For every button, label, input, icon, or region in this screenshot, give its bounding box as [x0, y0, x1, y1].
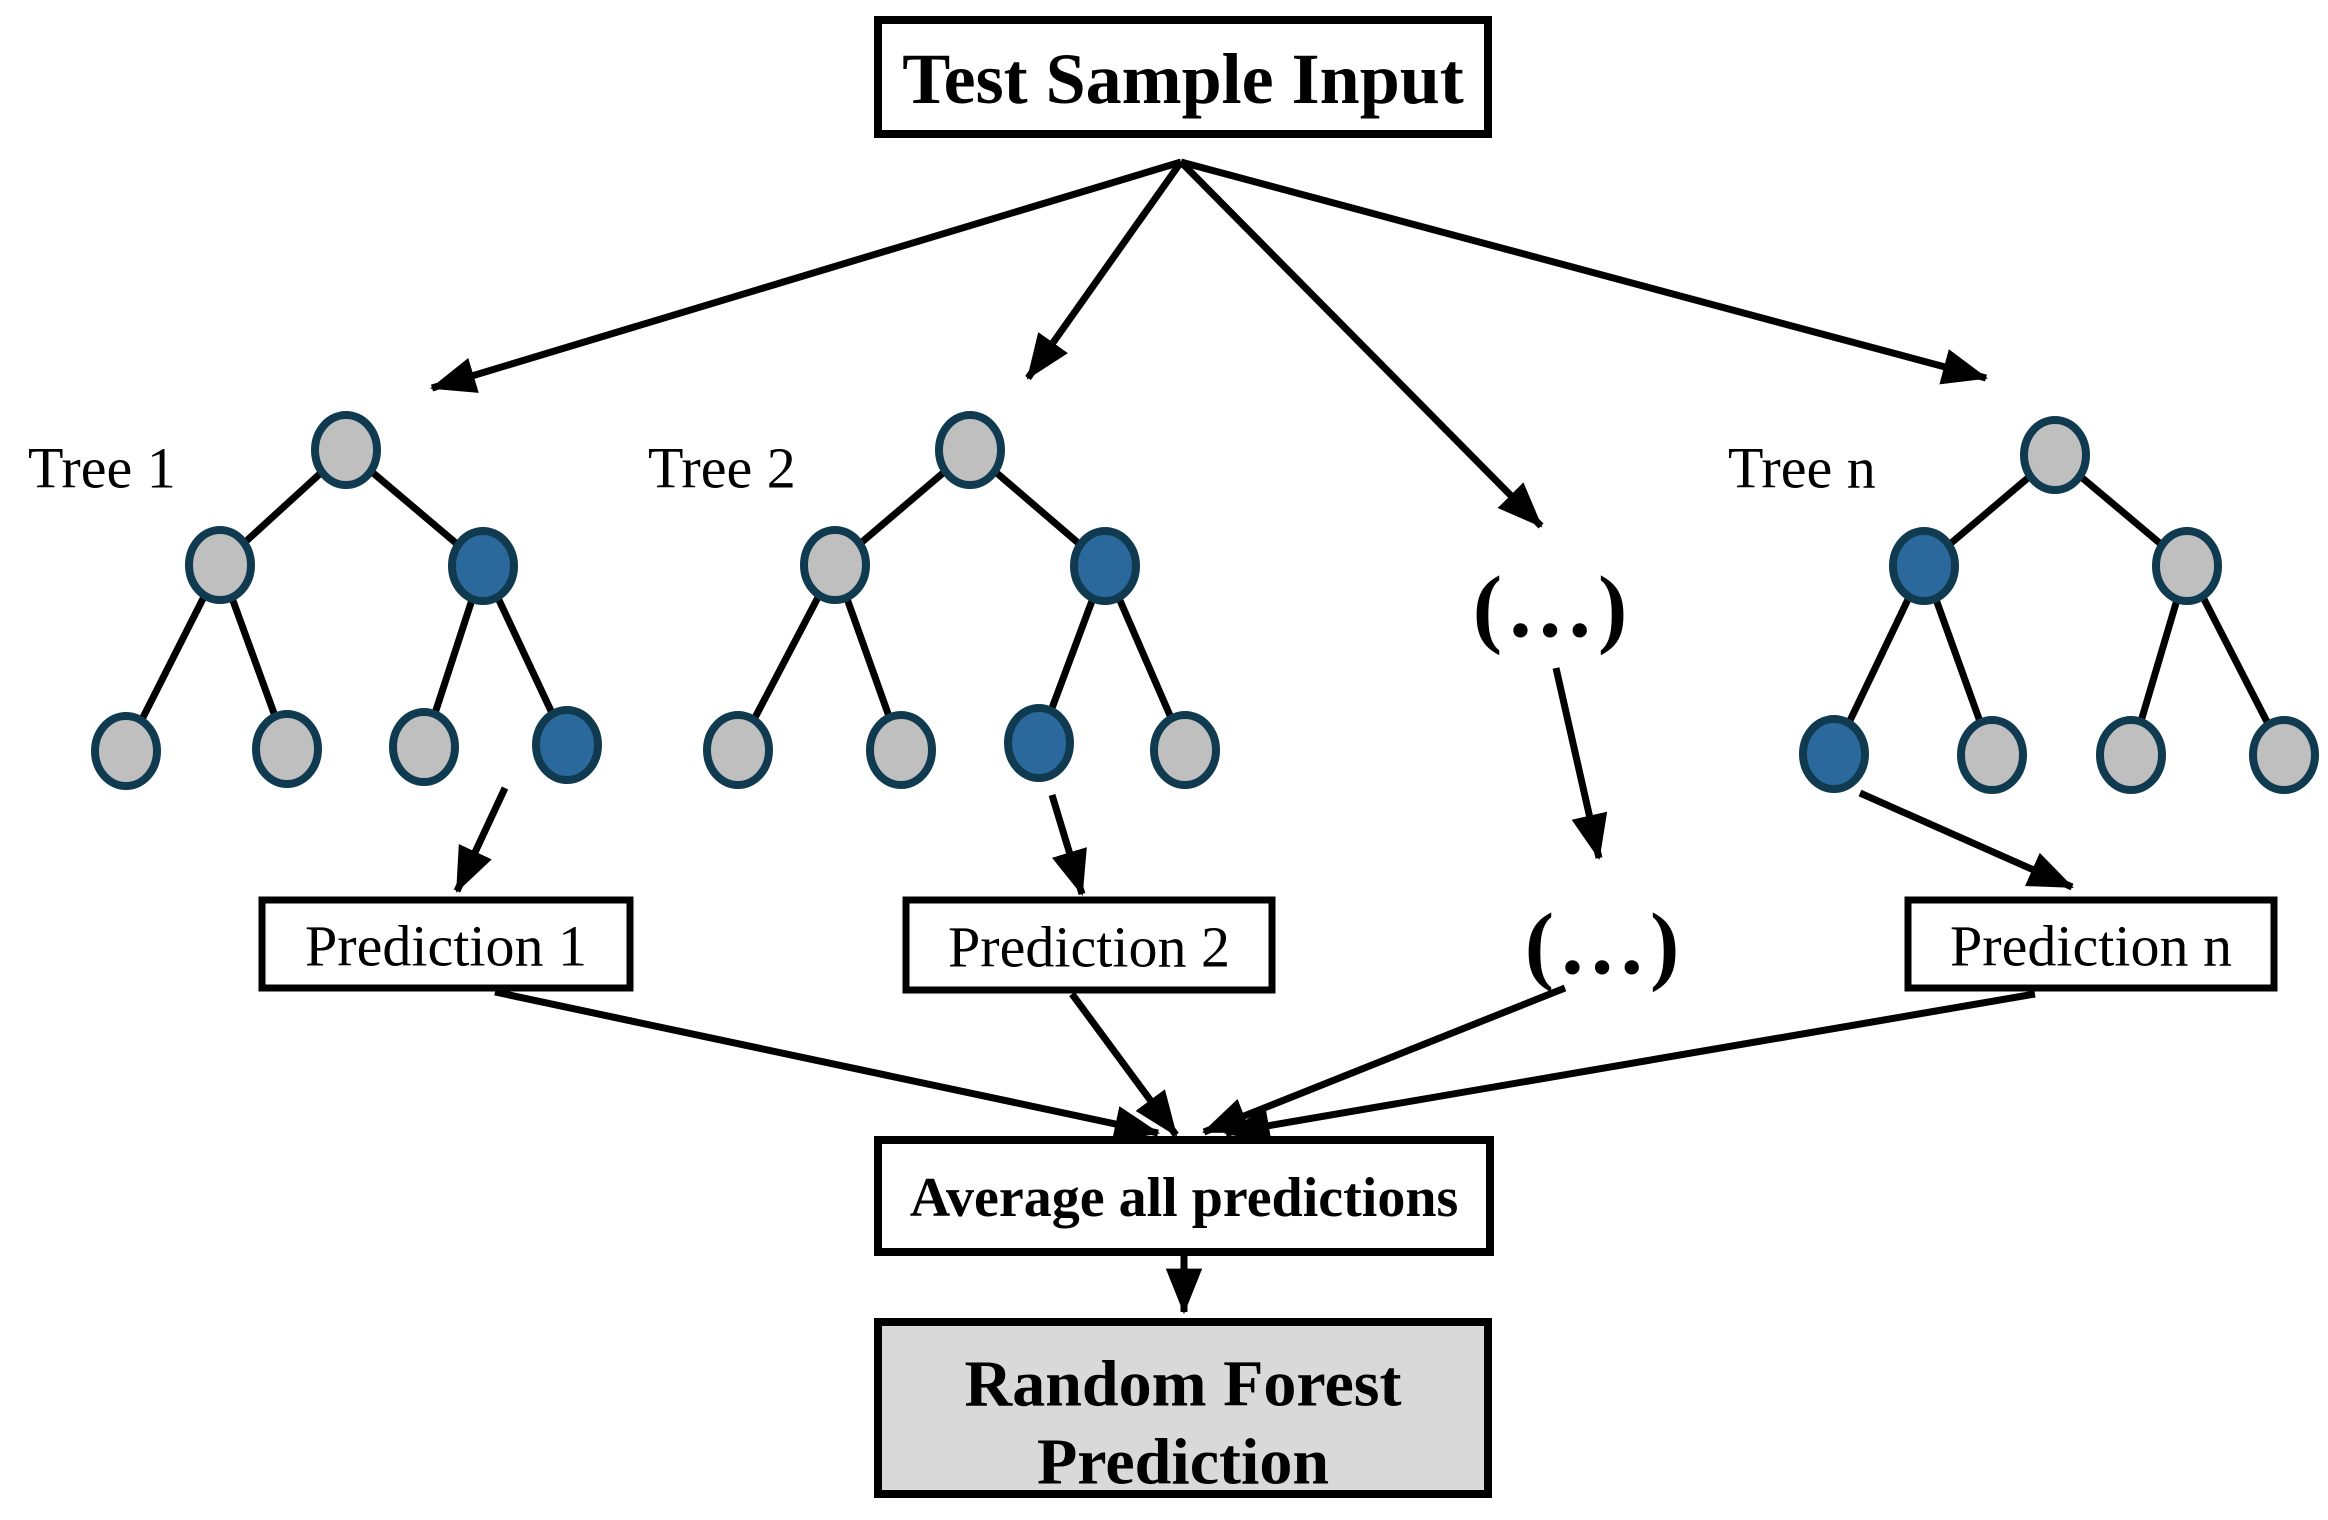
treen-node-l2-right	[2152, 527, 2222, 605]
average-box-rect	[874, 1136, 1494, 1256]
tree2-label: Tree 2	[648, 436, 796, 501]
final-box-rect	[874, 1318, 1492, 1498]
tree2-node-l2-right	[1070, 527, 1140, 605]
arrow-input-to-tree2	[1025, 159, 1184, 381]
tree1-node-leaf-3	[389, 708, 459, 786]
arrow-input-to-ellipsis	[1178, 159, 1544, 529]
prediction-2-box: Prediction 2	[902, 896, 1276, 994]
leaf-to-prediction-arrows	[453, 786, 2074, 897]
tree-n: Tree n	[1728, 416, 2319, 794]
prediction-1-rect	[258, 896, 634, 992]
input-box: Test Sample Input	[874, 16, 1492, 138]
input-box-rect	[874, 16, 1492, 138]
tree2-node-leaf-1	[703, 711, 773, 789]
treen-node-leaf-4	[2249, 716, 2319, 794]
arrow-input-to-treen	[1180, 158, 1989, 385]
prediction-n-rect	[1904, 896, 2278, 992]
arrow-ellipsis-to-average	[1202, 984, 1567, 1136]
prediction-1-label: Prediction 1	[305, 914, 587, 979]
average-box-label: Average all predictions	[910, 1167, 1459, 1229]
prediction-n-box: Prediction n	[1904, 896, 2278, 992]
tree1-node-leaf-4	[532, 706, 602, 784]
tree1-label: Tree 1	[28, 436, 176, 501]
treen-label: Tree n	[1728, 436, 1876, 501]
arrow-ellipsis-down	[1552, 667, 1608, 861]
treen-node-leaf-1	[1799, 715, 1869, 793]
tree2-node-l2-left	[800, 526, 870, 604]
prediction-n-label: Prediction n	[1950, 914, 2232, 979]
tree1-node-l2-right	[448, 527, 518, 605]
final-box-label-line2: Prediction	[1037, 1426, 1329, 1499]
fanout-arrows	[429, 158, 1989, 529]
tree1-node-l2-left	[185, 526, 255, 604]
tree2-node-root	[935, 411, 1005, 489]
average-box: Average all predictions	[874, 1136, 1494, 1256]
tree1-node-leaf-2	[252, 710, 322, 788]
tree2-node-leaf-3	[1004, 704, 1074, 782]
tree-2: Tree 2	[648, 411, 1220, 789]
arrow-tree2-to-prediction2	[1048, 793, 1087, 897]
arrow-prediction1-to-average	[494, 988, 1161, 1142]
ellipsis-lower: (…)	[1525, 897, 1684, 994]
final-box: Random Forest Prediction	[874, 1318, 1492, 1499]
tree2-node-leaf-4	[1150, 711, 1220, 789]
input-box-label: Test Sample Input	[902, 39, 1464, 119]
tree1-node-leaf-1	[91, 712, 161, 790]
treen-node-root	[2020, 416, 2090, 494]
prediction-1-box: Prediction 1	[258, 896, 634, 992]
prediction-2-label: Prediction 2	[948, 915, 1230, 980]
arrow-tree1-to-prediction1	[453, 786, 509, 893]
prediction-2-rect	[902, 896, 1276, 994]
arrow-treen-to-predictionn	[1858, 789, 2074, 891]
final-box-label-line1: Random Forest	[965, 1348, 1402, 1421]
converge-arrows	[494, 984, 2036, 1144]
treen-node-l2-left	[1889, 527, 1959, 605]
tree2-node-leaf-2	[866, 711, 936, 789]
treen-node-leaf-3	[2096, 716, 2166, 794]
arrow-predictionn-to-average	[1223, 990, 2036, 1144]
arrow-input-to-tree1	[429, 158, 1183, 393]
treen-node-leaf-2	[1957, 716, 2027, 794]
arrow-prediction2-to-average	[1069, 991, 1179, 1138]
tree-1: Tree 1	[28, 411, 602, 790]
tree1-node-root	[311, 411, 381, 489]
ellipsis-column: (…) (…)	[1473, 560, 1684, 994]
ellipsis-upper: (…)	[1473, 560, 1632, 657]
